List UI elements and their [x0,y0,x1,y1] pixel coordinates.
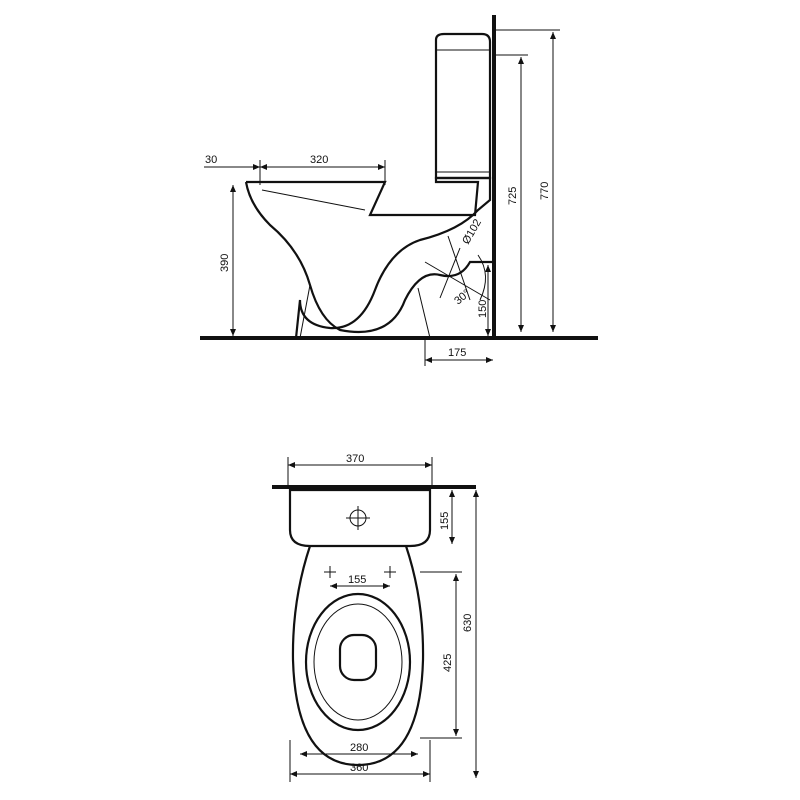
bowl-outer [291,545,425,767]
outlet-centerlines [424,235,491,301]
top-view: 370 155 630 425 155 280 360 [272,453,479,782]
dim-bowl-length: 320 [310,154,328,166]
seat-ring [304,592,412,732]
dim-outlet-wall-distance: 175 [448,347,466,359]
dim-total-depth: 630 [462,614,474,632]
dim-bowl-depth: 425 [442,654,454,672]
dim-seat-width: 280 [350,742,368,754]
dim-tank-depth: 155 [439,512,451,530]
seat-inner [313,603,403,721]
bowl-detail [261,189,431,339]
dim-fixing-spacing: 155 [348,574,366,586]
side-view: 30 320 390 Ø102 30° 150 175 725 770 [200,15,598,366]
fixing-holes-icon [324,566,396,578]
dim-rim-offset: 30 [205,154,217,166]
bowl-opening [338,633,378,682]
dim-outlet-height: 150 [477,300,489,318]
dim-725: 725 [507,187,519,205]
dim-seat-height: 390 [219,254,231,272]
bowl-outline [244,176,492,339]
dim-bowl-width: 360 [350,762,368,774]
cistern [434,32,492,180]
dim-total-height: 770 [539,182,551,200]
dim-outlet-angle: 30° [452,287,472,307]
flush-button-cross [346,506,370,530]
cistern-top [288,488,432,548]
cistern-detail [436,49,490,173]
dim-tank-width: 370 [346,453,364,465]
